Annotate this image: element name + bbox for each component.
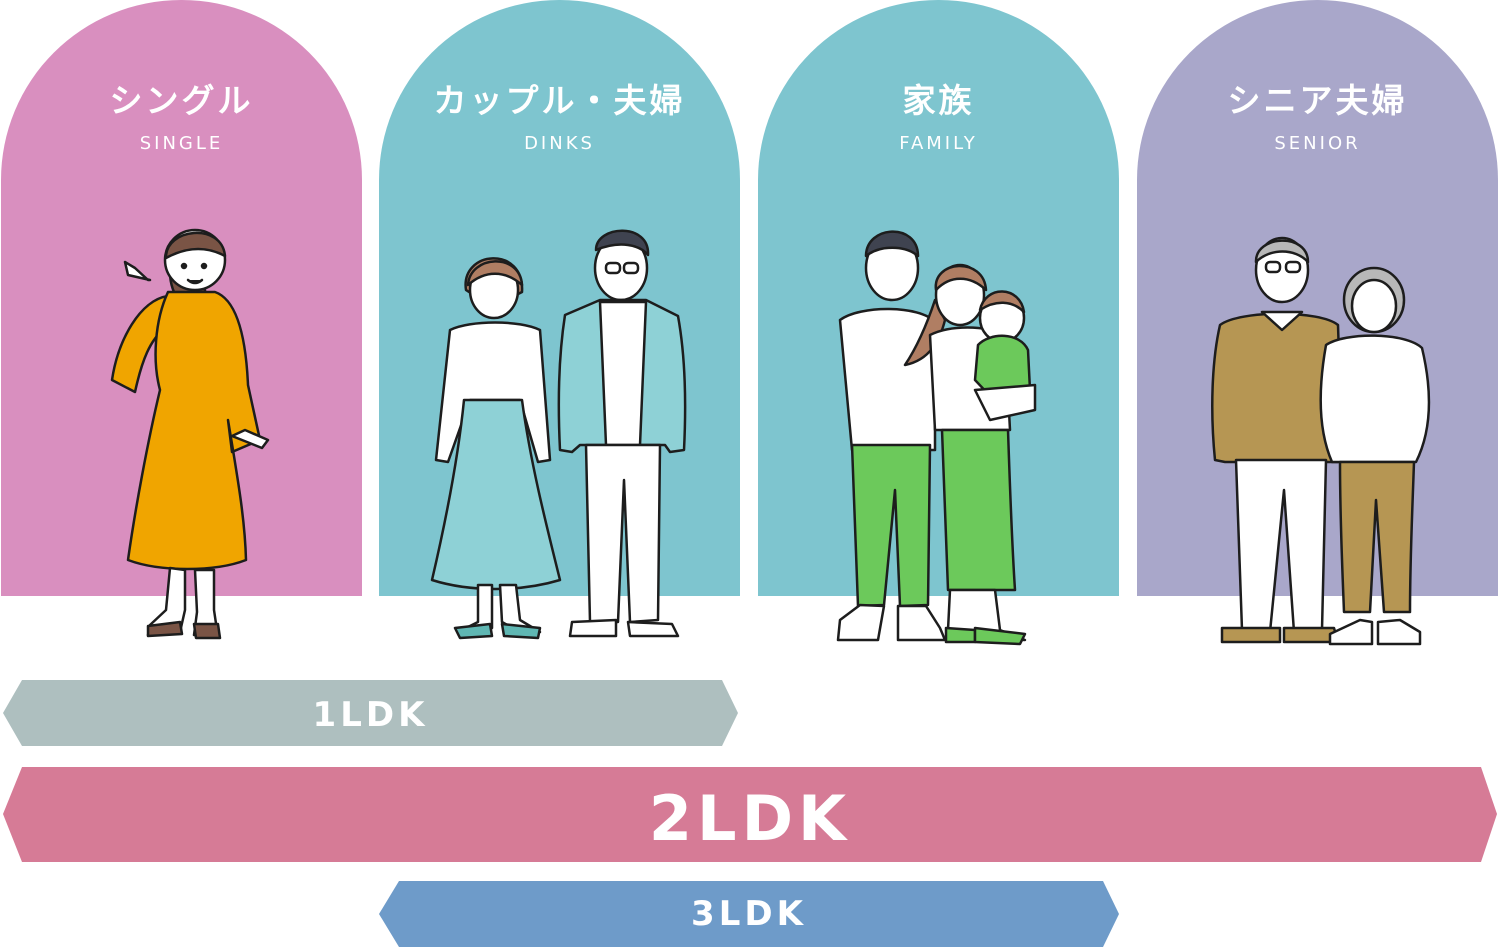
family-subtitle: FAMILY <box>899 133 978 154</box>
dinks-arch: カップル・夫婦 DINKS <box>379 0 740 596</box>
senior-subtitle: SENIOR <box>1274 133 1361 154</box>
dinks-title: カップル・夫婦 <box>433 81 686 120</box>
band-1ldk <box>3 680 738 746</box>
band-3ldk-label: 3LDK <box>691 894 807 934</box>
band-2ldk-label: 2LDK <box>648 782 852 855</box>
band-3ldk <box>379 881 1119 947</box>
senior-man-icon <box>1211 236 1341 644</box>
dinks-subtitle: DINKS <box>524 133 595 154</box>
senior-woman-icon <box>1319 266 1431 646</box>
family-title: 家族 <box>902 81 975 120</box>
family-father-icon <box>836 230 947 642</box>
single-title: シングル <box>109 81 254 120</box>
woman-single-icon <box>110 228 270 640</box>
single-subtitle: SINGLE <box>139 133 224 154</box>
couple-woman-icon <box>430 257 562 640</box>
senior-title: シニア夫婦 <box>1227 81 1408 120</box>
couple-man-icon <box>557 229 687 638</box>
family-mother-icon <box>903 263 1037 646</box>
band-2ldk <box>3 767 1497 862</box>
band-1ldk-label: 1LDK <box>312 695 429 735</box>
